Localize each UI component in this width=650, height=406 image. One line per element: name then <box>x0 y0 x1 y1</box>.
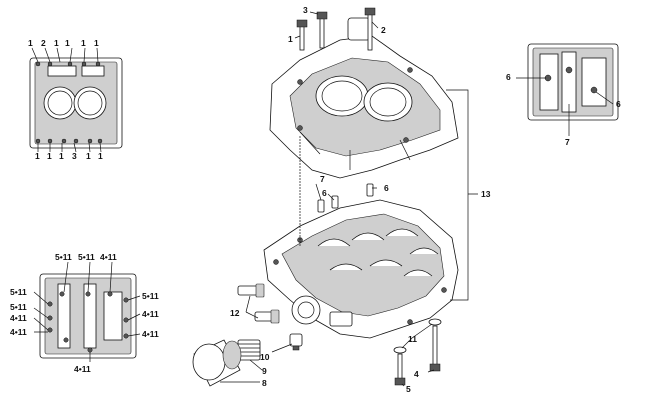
upper-crankcase <box>269 17 459 179</box>
bolt <box>394 353 406 386</box>
callout-label: 6 <box>506 72 511 82</box>
dowel-pin <box>366 183 374 197</box>
callout-label: 4•11 <box>142 309 159 319</box>
callout-label: 9 <box>262 366 267 376</box>
inset-bottom-view <box>33 261 141 362</box>
callout-label: 8 <box>262 378 267 388</box>
callout-label: 1 <box>86 151 91 161</box>
threaded-nipple <box>237 339 261 361</box>
callout-label: 1 <box>54 38 59 48</box>
callout-label: 4 <box>414 369 419 379</box>
dowel-pin <box>317 199 325 213</box>
inset-side-view <box>516 43 619 136</box>
callout-label: 4•11 <box>100 252 117 262</box>
inset-top-view <box>29 47 123 153</box>
callout-label: 5•11 <box>10 302 27 312</box>
callout-label: 6 <box>322 188 327 198</box>
plug <box>289 333 303 351</box>
dowel-pin <box>331 195 339 209</box>
callout-label: 2 <box>381 25 386 35</box>
callout-label: 1 <box>288 34 293 44</box>
callout-label: 1 <box>47 151 52 161</box>
callout-label: 1 <box>65 38 70 48</box>
washer <box>393 346 407 354</box>
callout-label: 2 <box>41 38 46 48</box>
callout-label: 7 <box>565 137 570 147</box>
callout-label: 7 <box>320 174 325 184</box>
callout-label: 5 <box>406 384 411 394</box>
callout-label: 4•11 <box>142 329 159 339</box>
callout-label: 1 <box>94 38 99 48</box>
callout-label: 4•11 <box>10 313 27 323</box>
fitting <box>237 283 265 298</box>
oil-filter <box>192 339 242 387</box>
callout-label: 5•11 <box>142 291 159 301</box>
callout-label: 5•11 <box>78 252 95 262</box>
bolt <box>429 325 441 372</box>
callout-label: 11 <box>408 334 417 344</box>
bolt <box>296 19 308 51</box>
callout-label: 4•11 <box>10 327 27 337</box>
washer <box>428 318 442 326</box>
callout-label: 3 <box>303 5 308 15</box>
callout-label: 3 <box>72 151 77 161</box>
lower-crankcase <box>263 199 459 339</box>
callout-label: 6 <box>616 99 621 109</box>
callout-label: 6 <box>384 183 389 193</box>
callout-label: 1 <box>98 151 103 161</box>
callout-label: 1 <box>35 151 40 161</box>
bolt <box>316 11 328 49</box>
fitting <box>254 309 280 324</box>
callout-label: 1 <box>59 151 64 161</box>
callout-label: 1 <box>81 38 86 48</box>
callout-label: 5•11 <box>55 252 72 262</box>
bolt <box>364 7 376 51</box>
callout-label: 12 <box>230 308 240 318</box>
callout-label: 5•11 <box>10 287 27 297</box>
callout-label: 13 <box>481 189 491 199</box>
callout-label: 4•11 <box>74 364 91 374</box>
callout-label: 10 <box>260 352 270 362</box>
callout-label: 1 <box>28 38 33 48</box>
